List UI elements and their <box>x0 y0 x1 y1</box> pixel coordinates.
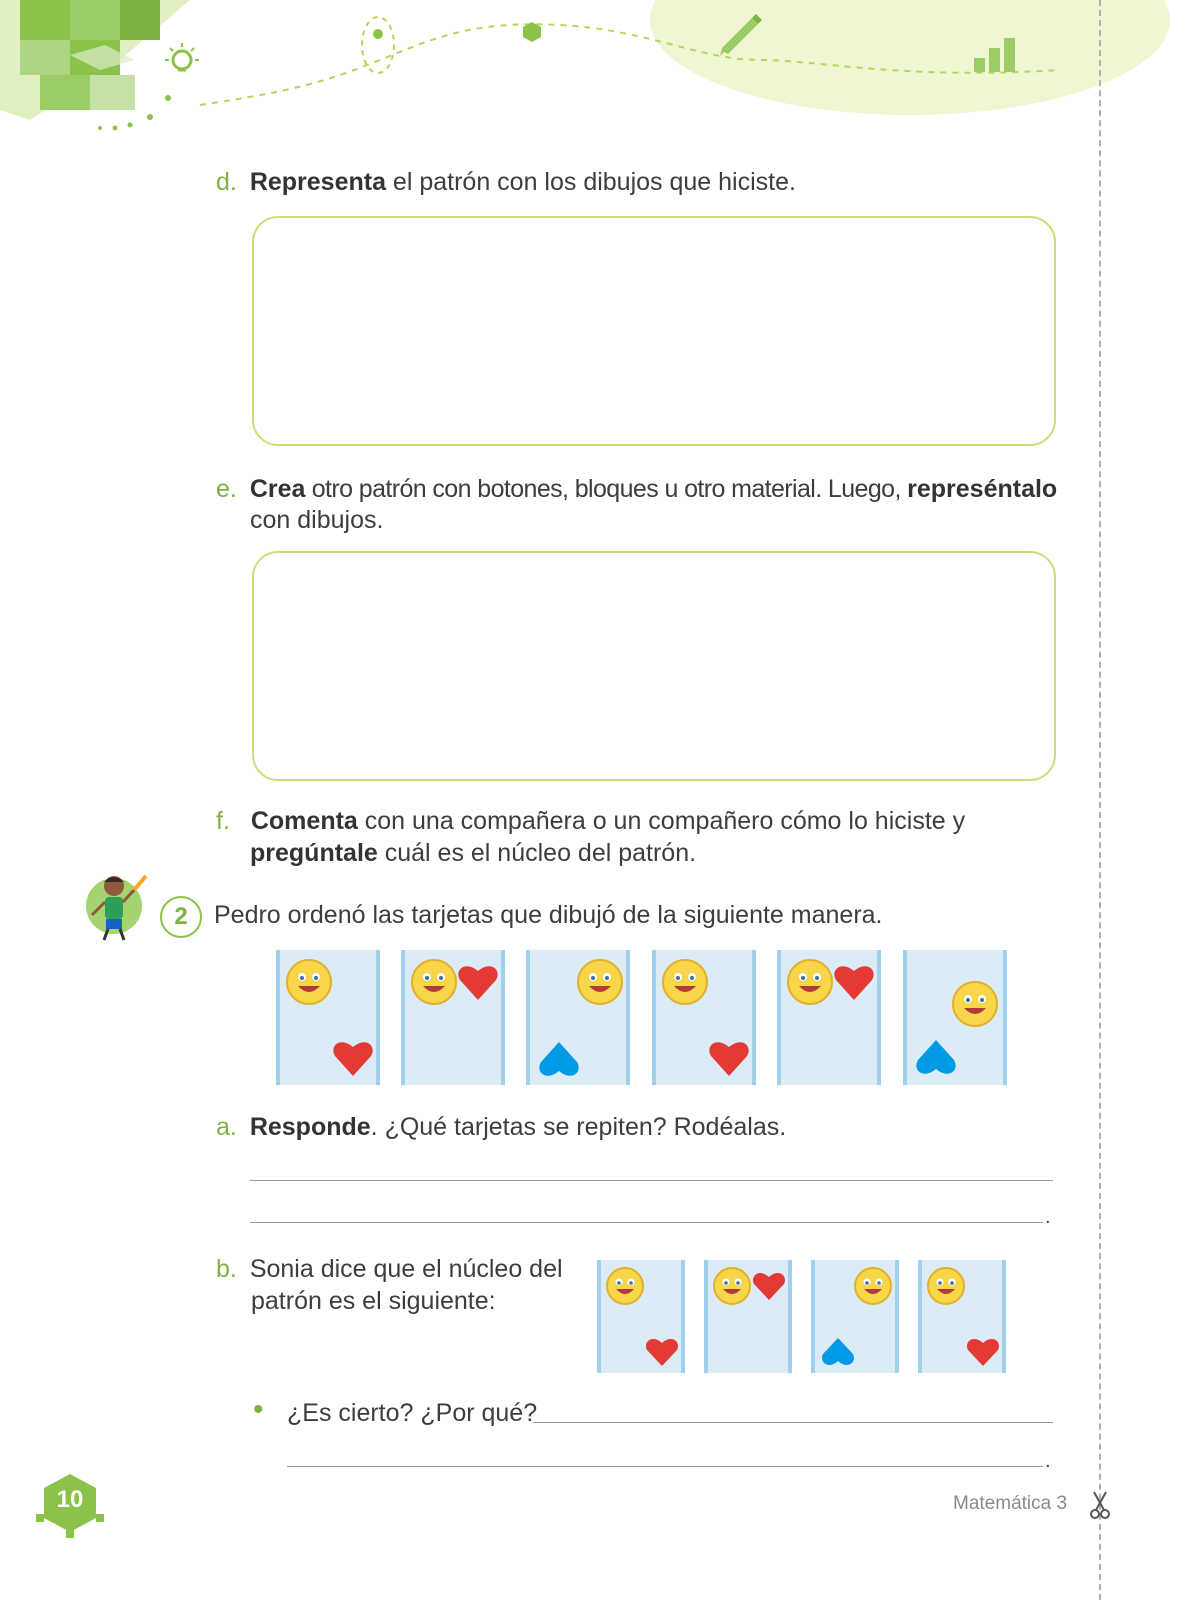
answer-line-a1[interactable] <box>250 1180 1053 1181</box>
core-card-3 <box>811 1260 899 1373</box>
pattern-card-1 <box>276 950 380 1085</box>
heart-icon <box>753 1273 785 1300</box>
core-card-4 <box>918 1260 1006 1373</box>
footer-book-title: Matemática 3 <box>953 1493 1068 1514</box>
bullet-question-text: ¿Es cierto? ¿Por qué? <box>287 1399 538 1427</box>
answer-line-a2[interactable] <box>250 1222 1043 1223</box>
smiley-face-icon <box>854 1267 892 1305</box>
item-f-line2: pregúntale cuál es el núcleo del patrón. <box>250 837 1070 869</box>
question-a-verb: Responde <box>249 1113 371 1141</box>
smiley-face-icon <box>411 959 457 1005</box>
cut-line <box>1099 0 1101 1600</box>
bar-chart-icon <box>972 36 1022 81</box>
drawing-box-e[interactable] <box>252 551 1056 781</box>
heart-icon <box>333 1042 373 1076</box>
item-d-text: el patrón con los dibujos que hiciste. <box>385 168 796 196</box>
smiley-face-icon <box>577 959 623 1005</box>
page-number-badge: 10 <box>34 1472 106 1538</box>
smiley-face-icon <box>927 1267 965 1305</box>
smiley-face-icon <box>286 959 332 1005</box>
question-a-letter: a. <box>216 1113 237 1141</box>
item-d: d. Representa el patrón con los dibujos … <box>216 166 1076 198</box>
smiley-face-icon <box>662 959 708 1005</box>
pattern-card-3 <box>526 950 630 1085</box>
question-b-line2: patrón es el siguiente: <box>251 1287 496 1315</box>
core-card-2 <box>704 1260 792 1373</box>
question-a: a. Responde. ¿Qué tarjetas se repiten? R… <box>216 1111 1076 1143</box>
heart-icon <box>458 966 498 1000</box>
item-d-verb: Representa <box>249 168 386 196</box>
question-b-line1: Sonia dice que el núcleo del <box>249 1255 563 1283</box>
smiley-face-icon <box>713 1267 751 1305</box>
item-e: e. Crea otro patrón con botones, bloques… <box>216 473 1096 505</box>
item-f-verb2: pregúntale <box>250 839 378 867</box>
heart-icon <box>822 1338 854 1365</box>
question-a-text: . ¿Qué tarjetas se repiten? Rodéalas. <box>370 1113 787 1141</box>
heart-icon <box>916 1040 956 1074</box>
answer-end-mark-a: . <box>1045 1206 1051 1228</box>
activity-2-text: Pedro ordenó las tarjetas que dibujó de … <box>214 901 883 929</box>
item-f-verb: Comenta <box>250 807 358 835</box>
answer-end-mark-b: . <box>1045 1450 1051 1472</box>
page-number: 10 <box>56 1486 84 1513</box>
item-f: f. Comenta con una compañera o un compañ… <box>216 805 1076 837</box>
lightbulb-icon <box>160 40 205 90</box>
item-f-letter: f. <box>216 807 230 835</box>
item-e-line2: con dibujos. <box>250 506 384 534</box>
heart-icon <box>834 966 874 1000</box>
smiley-face-icon <box>787 959 833 1005</box>
smiley-face-icon <box>606 1267 644 1305</box>
item-e-verb2: represéntalo <box>907 475 1058 503</box>
cube-stack-icon <box>10 0 160 135</box>
heart-icon <box>967 1339 999 1366</box>
small-cube-icon <box>522 22 542 47</box>
pattern-card-2 <box>401 950 505 1085</box>
item-d-letter: d. <box>216 168 237 196</box>
pencil-icon <box>718 12 764 63</box>
heart-icon <box>709 1042 749 1076</box>
activity-number: 2 <box>160 896 202 938</box>
scissors-icon <box>1089 1490 1111 1525</box>
item-f-text: con una compañera o un compañero cómo lo… <box>357 807 966 835</box>
answer-line-b2[interactable] <box>287 1466 1043 1467</box>
item-e-letter: e. <box>216 475 237 503</box>
pattern-card-4 <box>652 950 756 1085</box>
item-e-verb: Crea <box>249 475 306 503</box>
smiley-face-icon <box>952 981 998 1027</box>
pattern-card-6 <box>903 950 1007 1085</box>
question-b: b. Sonia dice que el núcleo del <box>216 1253 563 1285</box>
heart-icon <box>539 1042 579 1076</box>
pattern-card-5 <box>777 950 881 1085</box>
child-with-pencil-icon <box>84 870 156 951</box>
question-b-letter: b. <box>216 1255 237 1283</box>
drawing-box-d[interactable] <box>252 216 1056 446</box>
bullet-dot: • <box>253 1393 264 1426</box>
heart-icon <box>646 1339 678 1366</box>
item-f-text2: cuál es el núcleo del patrón. <box>377 839 697 867</box>
item-e-text: otro patrón con botones, bloques u otro … <box>305 475 908 503</box>
core-card-1 <box>597 1260 685 1373</box>
answer-line-b1[interactable] <box>533 1422 1053 1423</box>
